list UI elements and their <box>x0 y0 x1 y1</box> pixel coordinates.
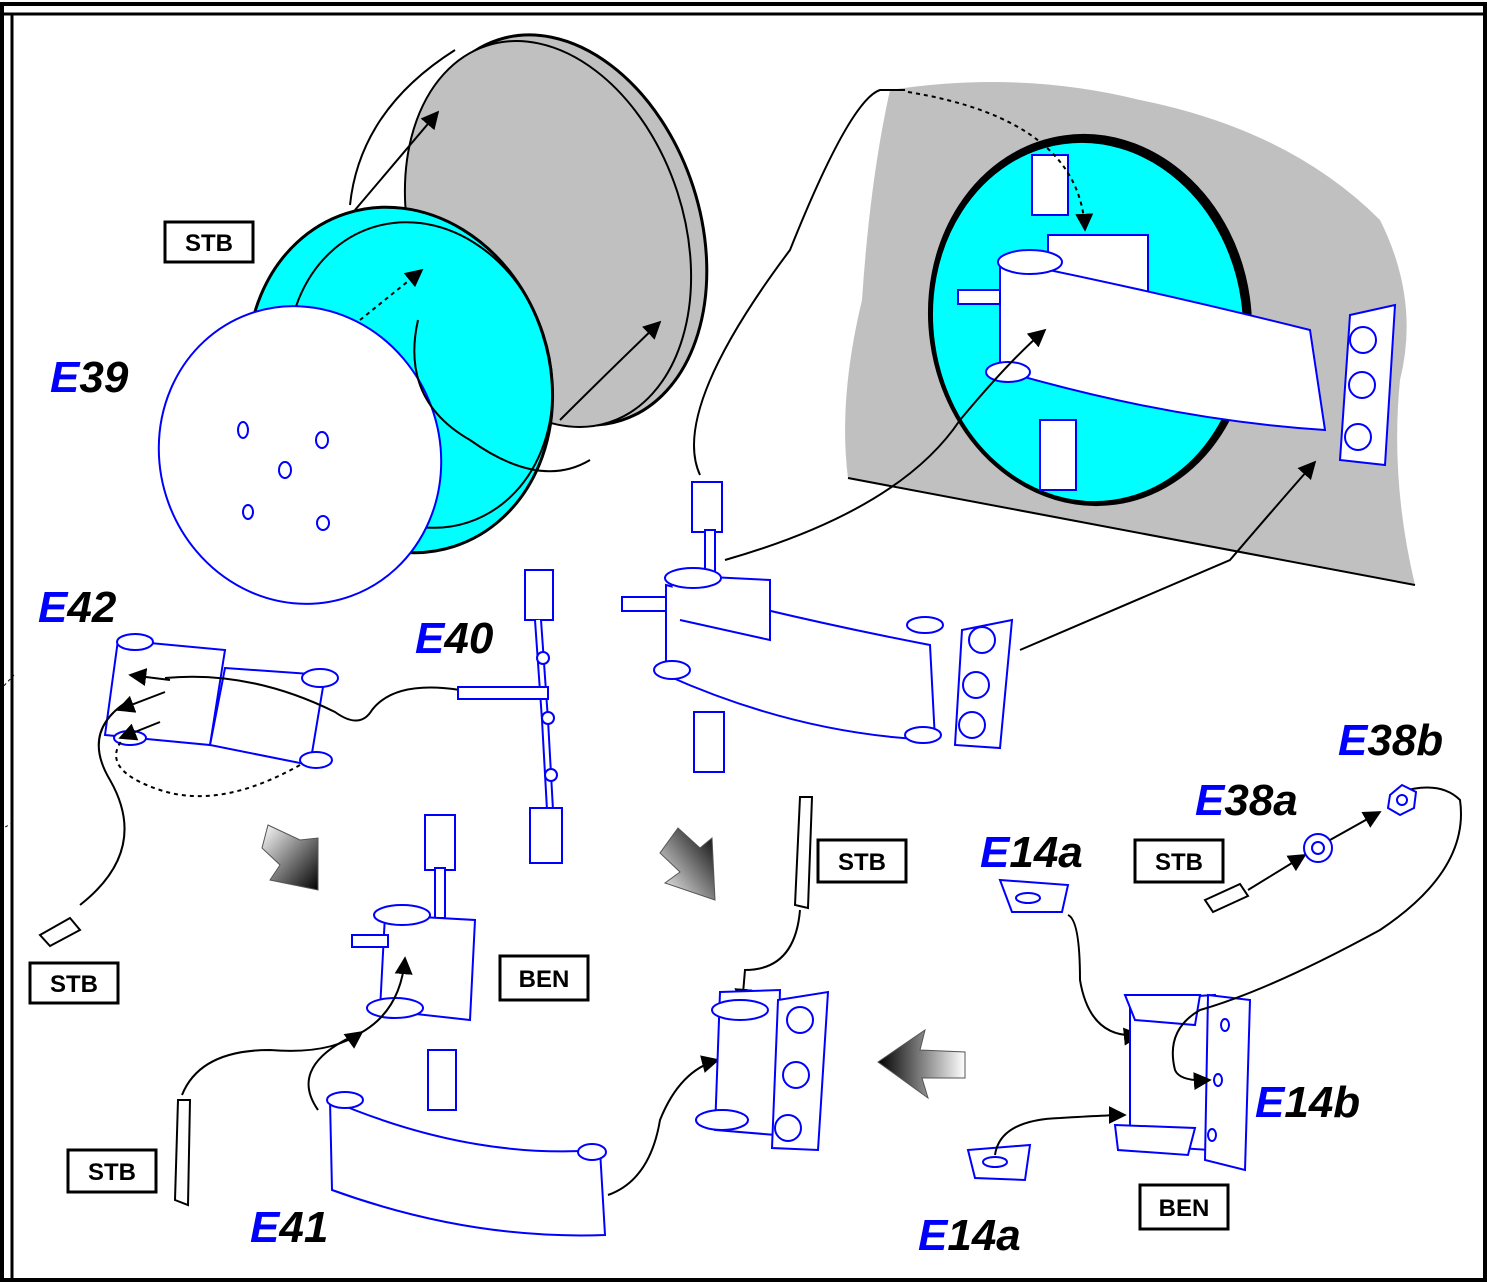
ben-box-middle-text: BEN <box>519 966 570 993</box>
pin-plate-group <box>695 796 830 1152</box>
stb-box-bottom-left-text: STB <box>88 1159 136 1186</box>
stb-box-left-text: STB <box>50 971 98 998</box>
stb-box-top-text: STB <box>185 230 233 257</box>
e42-bracket <box>0 633 461 948</box>
stb-box-right: STB <box>1133 838 1225 884</box>
label-e38b: E38b <box>1338 716 1443 765</box>
stb-box-middle-text: STB <box>838 849 886 876</box>
ben-box-middle: BEN <box>498 954 590 1002</box>
ben-box-right-text: BEN <box>1159 1195 1210 1222</box>
label-e40: E40 <box>415 614 494 663</box>
e14-group <box>966 783 1462 1182</box>
label-e41: E41 <box>250 1203 328 1252</box>
label-e14a-bottom: E14a <box>918 1211 1021 1260</box>
label-e38a: E38a <box>1195 776 1298 825</box>
label-e14b: E14b <box>1255 1078 1360 1127</box>
drum-assembly <box>157 33 709 605</box>
stb-box-middle: STB <box>816 838 908 884</box>
ben-box-right: BEN <box>1138 1183 1230 1231</box>
stb-box-right-text: STB <box>1155 849 1203 876</box>
direction-arrows <box>261 824 966 1100</box>
hinge-assembly <box>621 481 1014 773</box>
label-e42: E42 <box>38 583 117 632</box>
installed-view <box>693 82 1416 651</box>
stb-box-bottom-left: STB <box>66 1148 158 1194</box>
stb-box-top: STB <box>163 220 255 264</box>
label-e14a-top: E14a <box>980 828 1083 877</box>
stb-box-left: STB <box>28 961 120 1005</box>
e40-plate <box>457 569 563 864</box>
label-e39: E39 <box>50 353 129 402</box>
e41-group <box>173 814 720 1237</box>
